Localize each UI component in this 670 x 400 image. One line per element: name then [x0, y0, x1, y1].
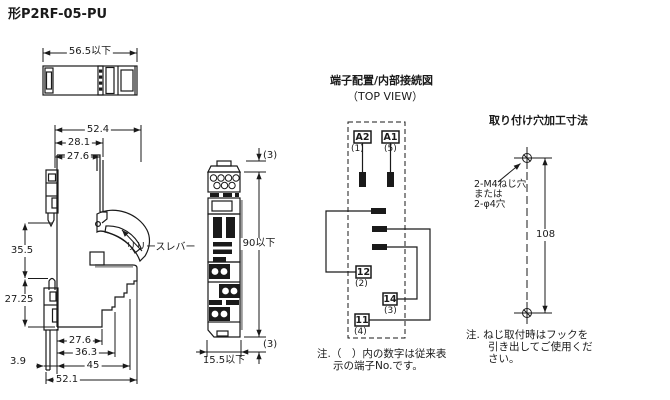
terminal-a2-label: A2: [355, 131, 370, 143]
page-title: 形P2RF-05-PU: [8, 7, 108, 22]
dim-width-276-top: 27.6: [64, 151, 92, 163]
dim-front-bottom-ref: (3): [263, 339, 278, 350]
dim-overall-width: 52.4: [84, 124, 112, 136]
terminal-12-old-no: (2): [355, 279, 368, 289]
mounting-note-line3: さい。: [488, 353, 520, 365]
dim-height-2725: 27.25: [2, 294, 36, 306]
mounting-hole-label-line3: 2-φ4穴: [474, 199, 506, 210]
dim-mounting-pitch: 108: [534, 229, 558, 241]
dim-front-height: 90以下: [240, 238, 278, 250]
terminal-a1-label: A1: [383, 131, 398, 143]
dim-width-39: 3.9: [10, 356, 26, 367]
terminal-a1-old-no: (5): [384, 144, 397, 154]
terminal-11-old-no: (4): [354, 327, 367, 337]
terminal-14-label: 14: [383, 293, 397, 305]
dim-front-width: 15.5以下: [202, 355, 246, 366]
dim-front-top-ref: (3): [263, 150, 278, 161]
front-view-drawing: [196, 148, 266, 364]
terminal-12-label: 12: [356, 266, 371, 278]
terminal-14-old-no: (3): [384, 306, 397, 316]
mounting-title: 取り付け穴加工寸法: [489, 114, 588, 127]
terminal-11-label: 11: [355, 314, 369, 326]
dim-height-355: 35.5: [8, 245, 36, 257]
side-view-drawing: [22, 125, 151, 384]
terminal-diagram-drawing: [325, 121, 431, 339]
dim-width-276-bottom: 27.6: [66, 335, 94, 347]
dim-top-view-width: 56.5以下: [66, 46, 114, 58]
terminal-diagram-subtitle: （TOP VIEW）: [347, 90, 424, 103]
terminal-diagram-title: 端子配置/内部接続図: [330, 74, 434, 87]
mounting-hole-label-line1: 2-M4ねじ穴: [474, 179, 527, 190]
terminal-note-line2: 示の端子No.です。: [333, 360, 423, 372]
dim-width-521: 52.1: [53, 374, 81, 386]
mounting-note-line1: 注. ねじ取付時はフックを: [466, 329, 589, 341]
release-lever-label: リリースレバー: [126, 242, 196, 253]
terminal-a2-old-no: (1): [351, 144, 364, 154]
mounting-hole-label-line2: または: [474, 189, 503, 200]
dim-width-45: 45: [84, 360, 102, 372]
dim-width-281: 28.1: [65, 137, 93, 149]
terminal-note-line1: 注.（ ）内の数字は従来表: [317, 348, 447, 360]
mounting-note-line2: 引き出してご使用くだ: [488, 341, 593, 353]
dim-width-363: 36.3: [72, 347, 100, 359]
